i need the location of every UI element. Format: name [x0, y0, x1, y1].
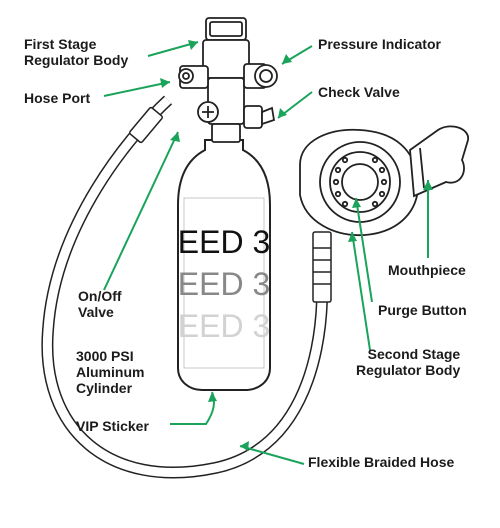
label-cylinder-line1: 3000 PSI [76, 348, 134, 364]
label-hose-port: Hose Port [24, 90, 91, 106]
label-hose: Flexible Braided Hose [308, 454, 455, 470]
cylinder-text-1: EED 3 [178, 224, 270, 260]
label-on-off-line1: On/Off [78, 288, 122, 304]
label-first-stage-line1: First Stage [24, 36, 97, 52]
first-stage-regulator [178, 17, 278, 143]
label-mouthpiece: Mouthpiece [388, 262, 466, 278]
label-second-stage-line2: Regulator Body [356, 362, 461, 378]
label-second-stage: Second Stage Regulator Body [356, 346, 460, 378]
label-check-valve: Check Valve [318, 84, 400, 100]
label-pressure-indicator: Pressure Indicator [318, 36, 441, 52]
cylinder-text-2: EED 3 [178, 266, 270, 302]
hose-ferrules [129, 106, 332, 303]
label-purge-button: Purge Button [378, 302, 467, 318]
label-first-stage: First Stage Regulator Body [24, 36, 128, 68]
braided-hose [41, 95, 328, 479]
label-vip-sticker: VIP Sticker [76, 418, 149, 434]
vip-sticker-area [183, 197, 265, 369]
cylinder-text-3: EED 3 [178, 308, 270, 344]
label-second-stage-line1: Second Stage [367, 346, 461, 362]
label-first-stage-line2: Regulator Body [24, 52, 129, 68]
second-stage-regulator [299, 125, 469, 236]
label-on-off-valve: On/Off Valve [78, 288, 122, 320]
aluminum-cylinder: EED 3 EED 3 EED 3 [177, 139, 271, 391]
arrowheads [160, 40, 433, 451]
label-on-off-line2: Valve [78, 304, 114, 320]
label-cylinder: 3000 PSI Aluminum Cylinder [76, 348, 144, 396]
label-cylinder-line2: Aluminum [76, 364, 145, 380]
label-cylinder-line3: Cylinder [76, 380, 133, 396]
